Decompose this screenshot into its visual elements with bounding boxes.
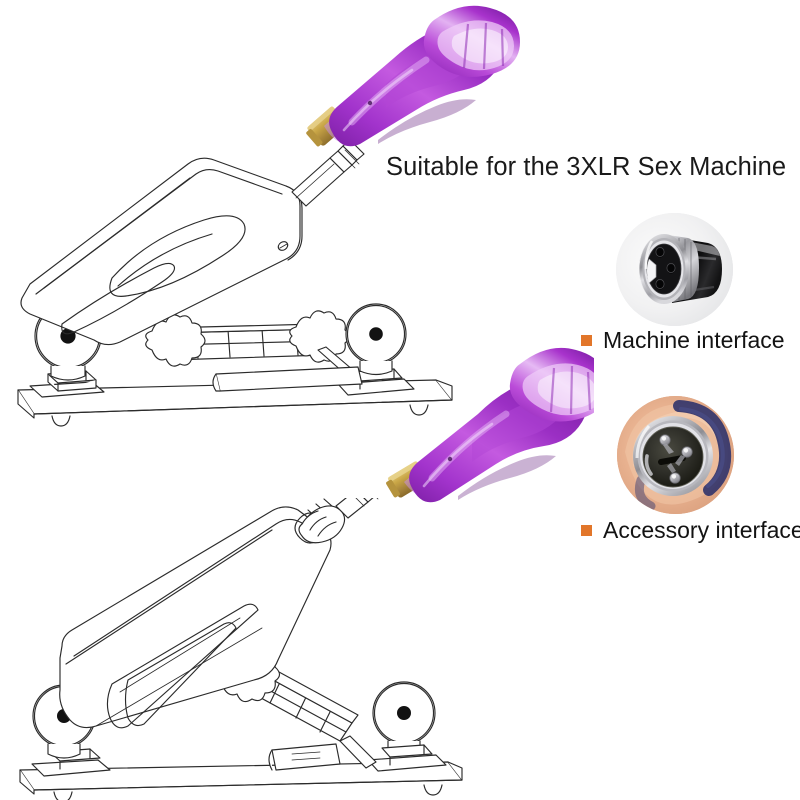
callout-machine-interface: Machine interface bbox=[581, 327, 785, 354]
purple-attachment-upper bbox=[306, 5, 520, 147]
machine-interface-connector-photo bbox=[616, 213, 733, 326]
accessory-interface-connector-photo bbox=[617, 396, 734, 514]
callout-accessory-interface: Accessory interface bbox=[581, 517, 800, 544]
purple-attachment-lower bbox=[386, 347, 594, 503]
callout-machine-interface-label: Machine interface bbox=[603, 327, 785, 353]
callout-accessory-interface-label: Accessory interface bbox=[603, 517, 800, 543]
sex-machine-line-drawing-upper bbox=[17, 139, 453, 427]
sex-machine-line-drawing-lower bbox=[19, 498, 463, 800]
bullet-square-icon bbox=[581, 525, 592, 536]
page-title: Suitable for the 3XLR Sex Machine bbox=[386, 153, 787, 181]
bullet-square-icon bbox=[581, 335, 592, 346]
